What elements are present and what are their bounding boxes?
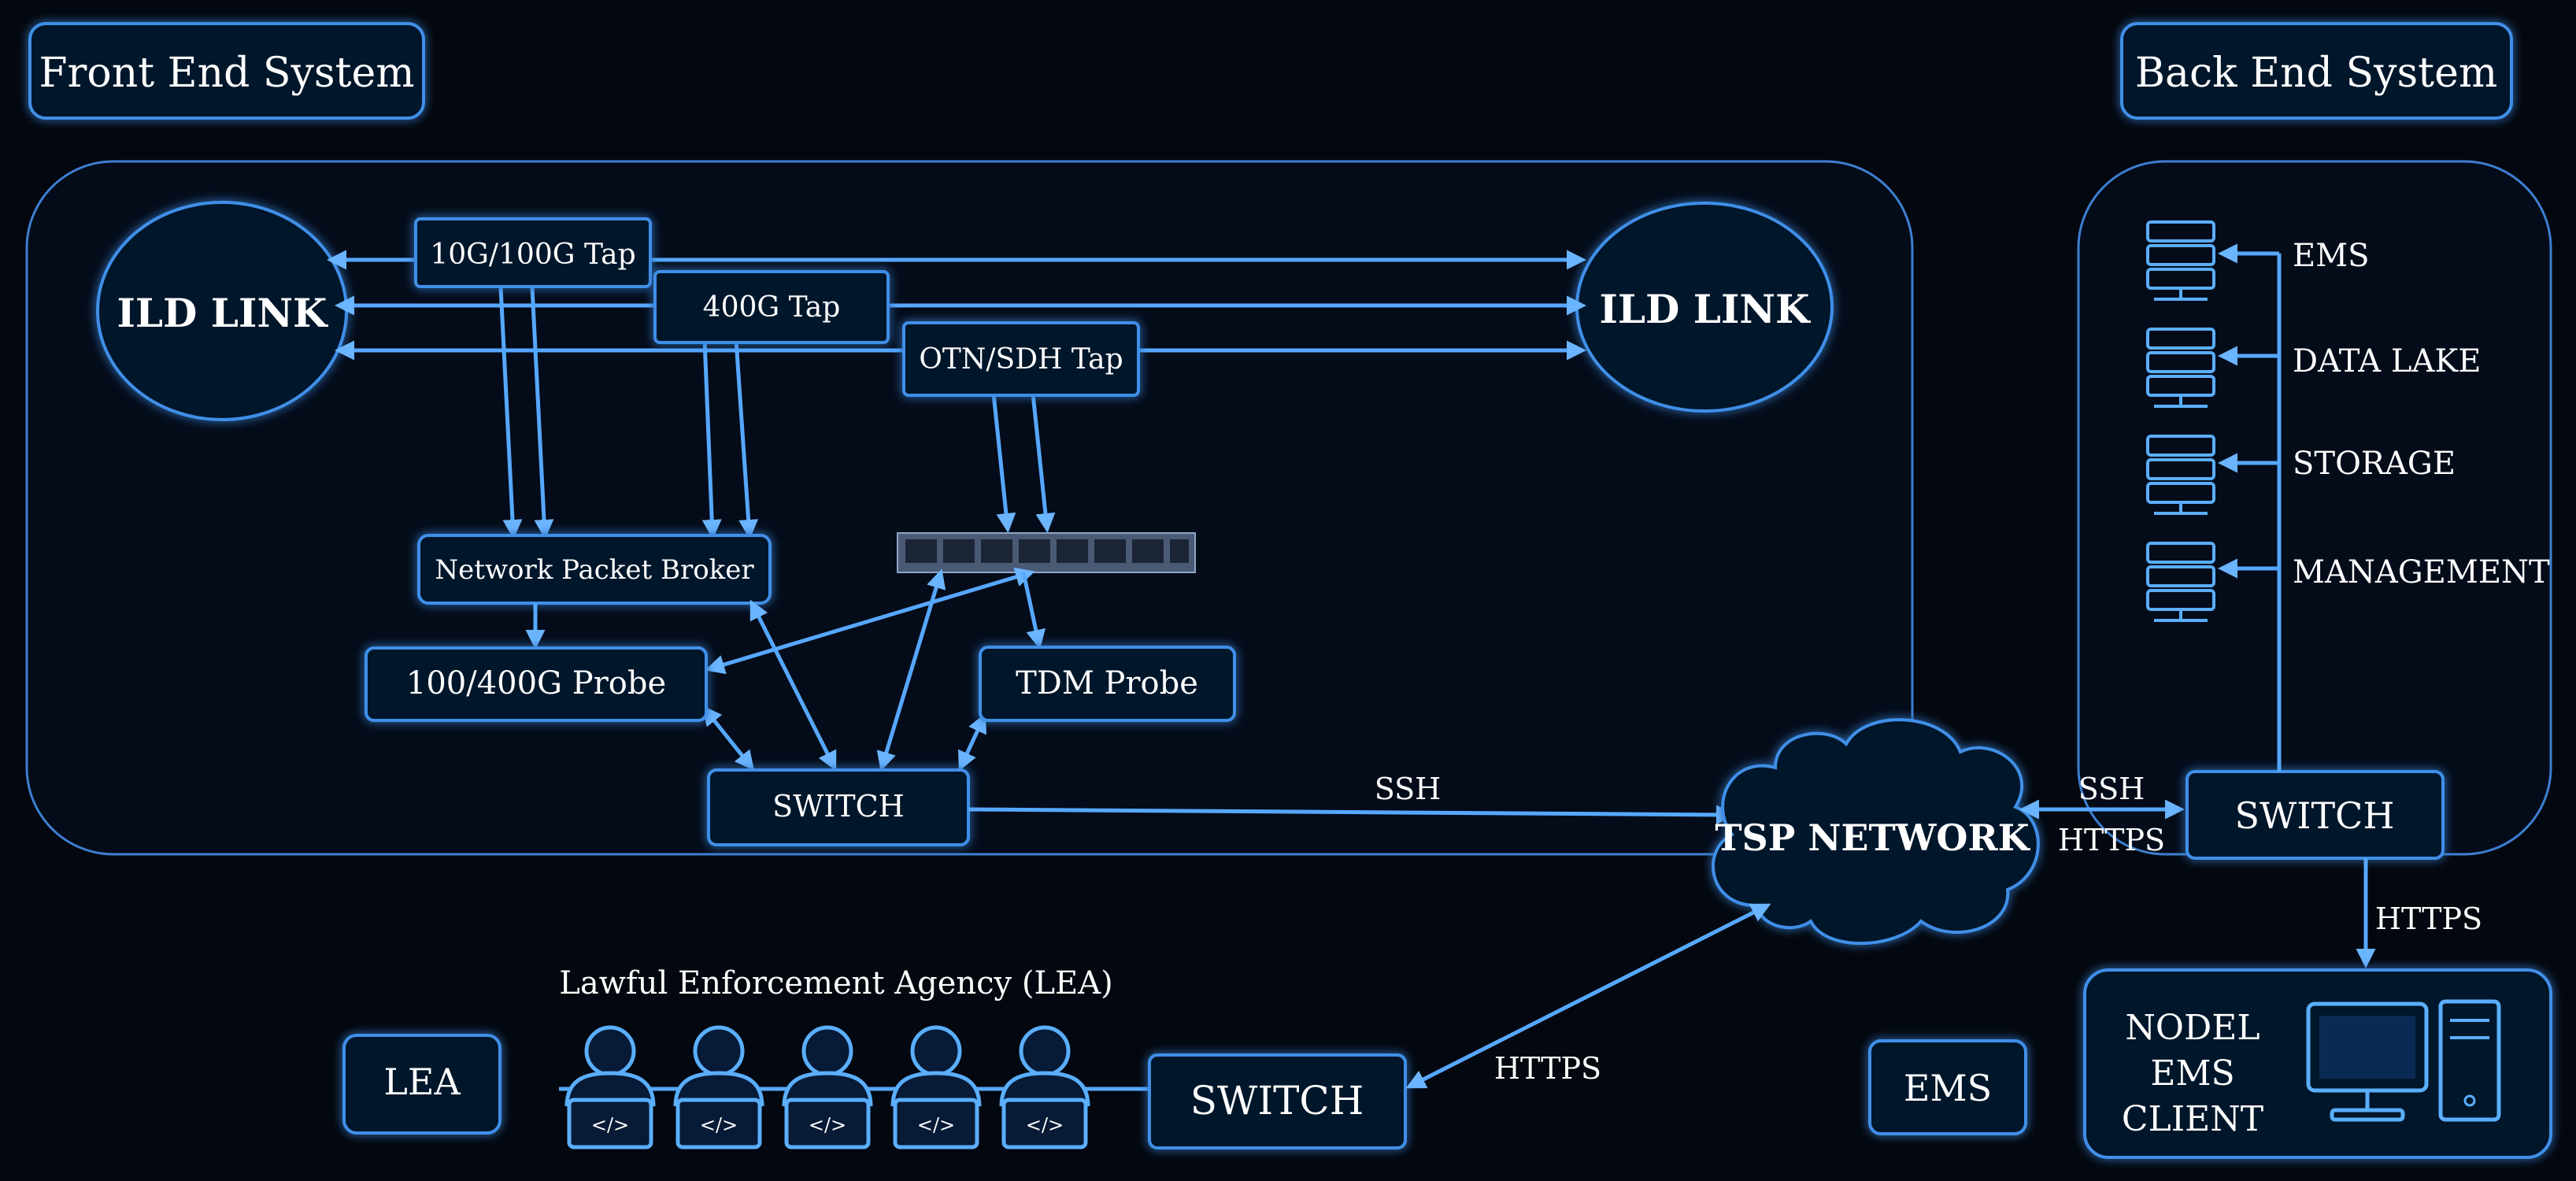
client-line-1: NODEL — [2125, 1008, 2260, 1048]
server-icon-data-lake — [2146, 328, 2215, 408]
tap-otn-sdh-label: OTN/SDH Tap — [919, 343, 1123, 376]
probe-tdm: TDM Probe — [979, 646, 1236, 722]
tap-10g-100g-label: 10G/100G Tap — [430, 239, 635, 271]
ssh-label: SSH — [1375, 772, 1442, 806]
svg-text:</>: </> — [700, 1114, 738, 1136]
lea-switch: SWITCH — [1148, 1053, 1407, 1150]
lea-agents: </> </> </> </> </> — [559, 1025, 1149, 1150]
ssh-link: SSH — [968, 772, 1736, 825]
desktop-computer-icon — [2306, 999, 2501, 1122]
back-end-header: Back End System — [2120, 22, 2513, 120]
server-icon-management — [2146, 542, 2215, 622]
svg-text:</>: </> — [591, 1114, 629, 1136]
ems-label: EMS — [1904, 1067, 1992, 1109]
front-end-switch: SWITCH — [707, 768, 970, 846]
tap-400g: 400G Tap — [653, 270, 890, 344]
internal-links — [525, 567, 1046, 772]
svg-text:</>: </> — [917, 1114, 955, 1136]
lea-switch-label: SWITCH — [1190, 1078, 1364, 1124]
probe-tdm-label: TDM Probe — [1016, 665, 1198, 702]
client-https-label: HTTPS — [2375, 901, 2482, 936]
lea-title: Lawful Enforcement Agency (LEA) — [559, 965, 1112, 1001]
lea-tsp-link: HTTPS — [1405, 903, 1771, 1089]
tap-otn-sdh: OTN/SDH Tap — [902, 321, 1140, 397]
client-line-3: CLIENT — [2122, 1099, 2263, 1139]
front-end-title: Front End System — [39, 50, 414, 97]
back-end-switch: SWITCH — [2186, 770, 2445, 860]
nodel-ems-client: NODEL EMS CLIENT — [2083, 968, 2552, 1159]
client-link: HTTPS — [2356, 858, 2482, 968]
probe-100-400g: 100/400G Probe — [365, 646, 708, 722]
packet-broker-device-icon — [897, 532, 1196, 573]
ild-link-left: ILD LINK — [96, 201, 348, 421]
server-label-data-lake: DATA LAKE — [2293, 343, 2481, 379]
tsp-backend-ssh-label: SSH — [2078, 772, 2145, 806]
client-line-2: EMS — [2150, 1053, 2234, 1094]
ild-link-right: ILD LINK — [1575, 202, 1834, 413]
lea-label-box: LEA — [342, 1034, 502, 1135]
developer-user-icon: </> — [673, 1025, 764, 1150]
server-icon-storage — [2146, 435, 2215, 515]
back-end-title: Back End System — [2135, 50, 2497, 97]
tap-400g-label: 400G Tap — [703, 291, 841, 324]
server-label-ems: EMS — [2293, 238, 2370, 274]
developer-user-icon: </> — [999, 1025, 1090, 1150]
front-end-switch-label: SWITCH — [772, 789, 905, 824]
ems-box: EMS — [1868, 1039, 2027, 1135]
lea-label: LEA — [383, 1061, 461, 1103]
tap-10g-100g: 10G/100G Tap — [414, 217, 652, 288]
developer-user-icon: </> — [890, 1025, 982, 1150]
tsp-network-label: TSP NETWORK — [1715, 816, 2030, 859]
tsp-backend-link: SSH HTTPS — [2019, 772, 2185, 857]
developer-user-icon: </> — [564, 1025, 656, 1150]
front-end-header: Front End System — [28, 22, 425, 120]
tsp-backend-https-label: HTTPS — [2058, 823, 2165, 857]
lea-https-label: HTTPS — [1494, 1051, 1601, 1086]
back-end-switch-label: SWITCH — [2235, 794, 2395, 837]
packet-broker-label: Network Packet Broker — [435, 554, 754, 586]
server-label-management: MANAGEMENT — [2293, 554, 2550, 590]
server-label-storage: STORAGE — [2293, 446, 2456, 482]
svg-text:</>: </> — [1026, 1114, 1064, 1136]
svg-text:</>: </> — [809, 1114, 846, 1136]
tap-feeds — [498, 287, 1056, 539]
tsp-network-cloud: TSP NETWORK — [1712, 718, 2040, 946]
server-icon-ems — [2146, 220, 2215, 301]
ild-link-right-label: ILD LINK — [1599, 286, 1811, 332]
ild-link-left-label: ILD LINK — [117, 290, 328, 336]
network-packet-broker: Network Packet Broker — [417, 534, 772, 605]
developer-user-icon: </> — [782, 1025, 873, 1150]
probe-ip-label: 100/400G Probe — [406, 665, 666, 702]
back-end-bus — [2218, 243, 2282, 772]
